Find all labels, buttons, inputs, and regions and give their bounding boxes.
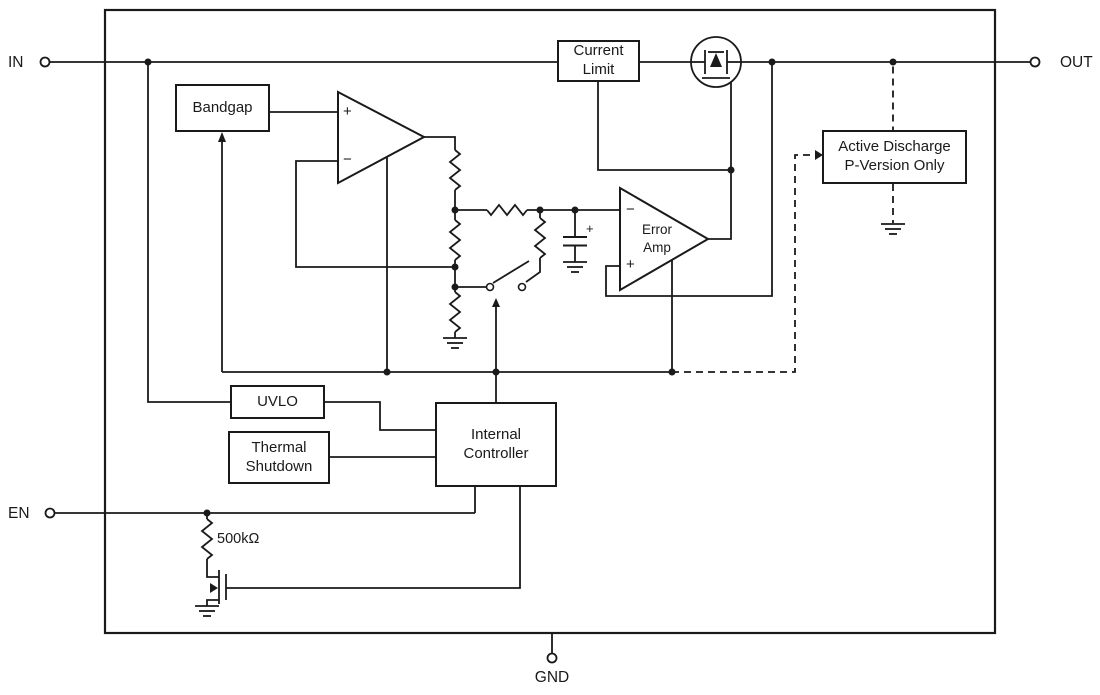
- divider-resistor-middle: [449, 219, 461, 261]
- error-amp-minus-sign: −: [626, 201, 635, 218]
- en-pulldown-resistor-label: 500kΩ: [217, 531, 260, 547]
- junction-dot: [571, 206, 579, 214]
- junction-dot: [451, 283, 459, 291]
- divider-ground-icon: [442, 337, 468, 349]
- discharge-ground-icon: [880, 223, 906, 235]
- error-amp-plus-sign: +: [626, 256, 635, 273]
- uvlo-label: UVLO: [257, 392, 298, 410]
- in-pin-terminal: [39, 56, 51, 68]
- buffer-output-wire: [424, 136, 456, 150]
- active-discharge-label-line1: Active Discharge: [838, 138, 951, 156]
- internal-controller-label-line2: Controller: [463, 444, 529, 462]
- junction-dot: [668, 368, 676, 376]
- junction-dot: [889, 58, 897, 66]
- divider-resistor-top: [449, 149, 461, 191]
- switch-control-arrow: [492, 298, 500, 307]
- capacitor-polarity-sign: +: [586, 221, 594, 236]
- pin-label-en: EN: [8, 505, 30, 522]
- arrowheads: [210, 132, 823, 593]
- discharge-enable-arrow: [815, 150, 823, 160]
- thermal-shutdown-label-line1: Thermal: [251, 438, 307, 456]
- junction-dots: [144, 58, 897, 517]
- junction-dot: [536, 206, 544, 214]
- discharge-enable-dashed-wire: [672, 154, 816, 373]
- active-discharge-block: Active Discharge P-Version Only: [822, 130, 967, 184]
- pmos-icon: [691, 50, 741, 79]
- soft-start-capacitor: [563, 236, 587, 247]
- en-pin-terminal: [44, 507, 56, 519]
- pass-transistor: [690, 36, 742, 88]
- buffer-feedback-wire: [295, 160, 455, 268]
- buffer-amp-minus-sign: −: [343, 151, 352, 168]
- nmos-drain-lead: [206, 559, 219, 578]
- dashed-wires: [672, 66, 894, 373]
- shunt-resistor: [534, 217, 546, 259]
- internal-controller-label-line1: Internal: [470, 425, 522, 443]
- current-limit-wire: [597, 82, 731, 171]
- error-amp-label-line2: Amp: [643, 240, 671, 256]
- junction-dot: [492, 368, 500, 376]
- nmos-source-lead: [206, 599, 219, 606]
- current-limit-block: Current Limit: [557, 40, 640, 82]
- junction-dot: [383, 368, 391, 376]
- error-amp-triangle: [619, 186, 710, 292]
- pin-label-out: OUT: [1060, 54, 1093, 71]
- thermal-shutdown-block: Thermal Shutdown: [228, 431, 330, 484]
- switch-contacts: [485, 282, 527, 292]
- nmos-gate-to-controller-wire: [226, 487, 521, 589]
- resistors: [201, 149, 546, 560]
- error-amp-label-line1: Error: [642, 222, 672, 237]
- error-amp-label: Error Amp: [628, 221, 686, 257]
- pin-label-in: IN: [8, 54, 24, 71]
- ic-boundary: [103, 8, 997, 635]
- junction-dot: [451, 206, 459, 214]
- en-pulldown-resistor: [201, 518, 213, 560]
- bandgap-block: Bandgap: [175, 84, 270, 132]
- pin-label-gnd: GND: [534, 669, 570, 686]
- pin-terminals: [39, 56, 1041, 664]
- active-discharge-label-line2: P-Version Only: [844, 157, 945, 174]
- shunt-resistor-bottom-lead: [525, 258, 541, 283]
- thermal-shutdown-label-line2: Shutdown: [245, 457, 313, 475]
- capacitor-ground-icon: [562, 261, 588, 273]
- output-sense-wire: [605, 62, 773, 297]
- amplifiers: [337, 90, 710, 292]
- junction-dot: [727, 166, 735, 174]
- current-limit-label-line2: Limit: [582, 61, 615, 78]
- body-diode-arrow: [710, 53, 722, 67]
- buffer-amp-plus-sign: +: [343, 103, 352, 120]
- nmos-ground-icon: [194, 605, 220, 617]
- junction-dot: [451, 263, 459, 271]
- divider-resistor-bottom: [449, 291, 461, 333]
- junction-dot: [203, 509, 211, 517]
- switch-contact-right: [517, 282, 527, 292]
- uvlo-to-controller-wire: [325, 401, 435, 431]
- switch-contact-left: [485, 282, 495, 292]
- switch-lever: [492, 260, 530, 284]
- out-pin-terminal: [1029, 56, 1041, 68]
- current-limit-label-line1: Current: [573, 42, 624, 60]
- junction-dot: [768, 58, 776, 66]
- uvlo-block: UVLO: [230, 385, 325, 419]
- junction-dot: [144, 58, 152, 66]
- buffer-amp-triangle: [337, 90, 427, 185]
- gnd-pin-terminal: [546, 652, 558, 664]
- internal-controller-block: Internal Controller: [435, 402, 557, 487]
- gate-drive-wire: [708, 82, 732, 240]
- bandgap-enable-arrow: [218, 132, 226, 142]
- in-to-uvlo-wire: [147, 62, 230, 403]
- bandgap-label: Bandgap: [192, 98, 253, 116]
- nmos-body-arrow: [210, 583, 218, 593]
- series-resistor: [486, 204, 528, 216]
